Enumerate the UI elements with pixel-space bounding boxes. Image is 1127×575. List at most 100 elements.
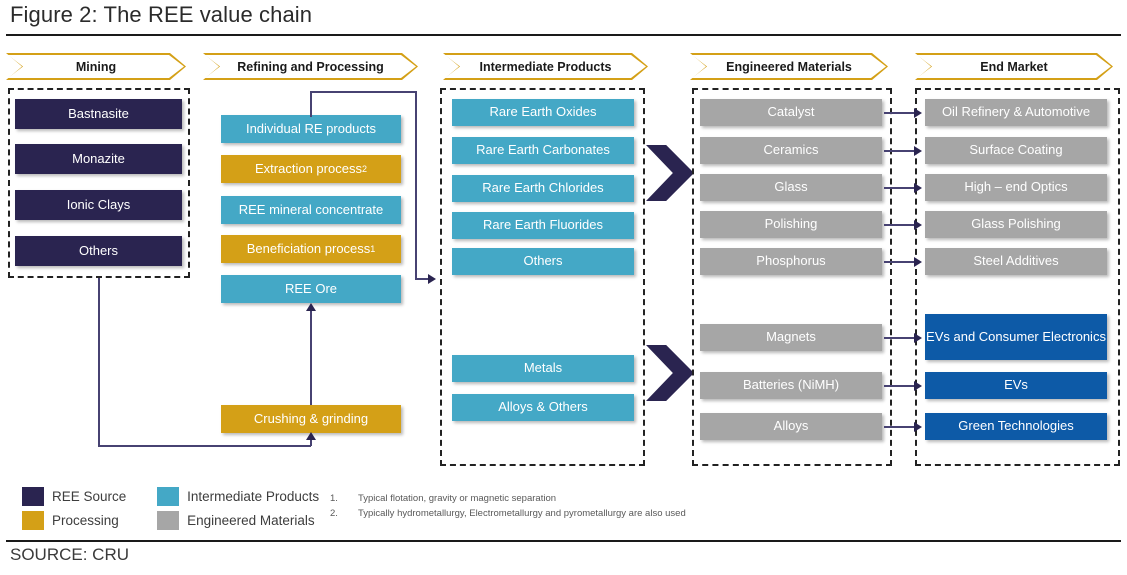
intermediate-item-alloys-others[interactable]: Alloys & Others (452, 394, 634, 421)
engineered-item-alloys[interactable]: Alloys (700, 413, 882, 440)
connector-alloys-to-green-technologies (884, 426, 918, 428)
engineered-group-container (692, 88, 892, 466)
legend-item-processing: Processing (22, 511, 139, 530)
arrowhead-right-oil-refinery (914, 108, 922, 118)
column-header-refining: Refining and Processing (203, 53, 418, 80)
connector-phosphorus-to-steel-additives (884, 261, 918, 263)
endmarket-item-green-technologies[interactable]: Green Technologies (925, 413, 1107, 440)
column-header-endmarket: End Market (915, 53, 1113, 80)
banner-arrow-fill (8, 55, 184, 78)
chevron-intermediate-to-engineered-bottom (646, 345, 694, 401)
arrowhead-right-glass-polishing (914, 220, 922, 230)
mining-item-monazite[interactable]: Monazite (15, 144, 182, 174)
legend-item-label: Engineered Materials (187, 513, 315, 528)
mining-item-ionic-clays[interactable]: Ionic Clays (15, 190, 182, 220)
endmarket-item-glass-polishing[interactable]: Glass Polishing (925, 211, 1107, 238)
connector-polishing-to-glass-polishing (884, 224, 918, 226)
intermediate-item-rare-earth-carbonates[interactable]: Rare Earth Carbonates (452, 137, 634, 164)
refining-item-ree-ore[interactable]: REE Ore (221, 275, 401, 303)
engineered-item-batteries-nimh[interactable]: Batteries (NiMH) (700, 372, 882, 399)
engineered-item-polishing[interactable]: Polishing (700, 211, 882, 238)
refining-item-crushing-grinding[interactable]: Crushing & grinding (221, 405, 401, 433)
connector-glass-to-high-end-optics (884, 187, 918, 189)
mining-group-container (8, 88, 190, 278)
endmarket-item-evs[interactable]: EVs (925, 372, 1107, 399)
legend-swatch-icon (22, 487, 44, 506)
banner-arrow-fill (445, 55, 646, 78)
footnote-row: 1. Typical flotation, gravity or magneti… (330, 492, 686, 507)
column-header-label: Mining (75, 59, 117, 74)
legend-item-label: Processing (52, 513, 119, 528)
arrowhead-right-surface-coating (914, 146, 922, 156)
arrowhead-right-evs-consumer (914, 333, 922, 343)
mining-item-others[interactable]: Others (15, 236, 182, 266)
arrowhead-right-steel-additives (914, 257, 922, 267)
column-header-label: Refining and Processing (237, 59, 384, 74)
engineered-item-catalyst[interactable]: Catalyst (700, 99, 882, 126)
connector-individual-into-intermediate (415, 278, 431, 280)
connector-individual-down (415, 91, 417, 279)
arrowhead-right-high-end-optics (914, 183, 922, 193)
column-header-intermediate: Intermediate Products (443, 53, 648, 80)
endmarket-item-oil-refinery-automotive[interactable]: Oil Refinery & Automotive (925, 99, 1107, 126)
connector-mining-up-to-crushing (310, 440, 312, 446)
connector-individual-right (310, 91, 417, 93)
connector-ceramics-to-surface-coating (884, 150, 918, 152)
connector-mining-down (98, 278, 100, 446)
legend-swatch-icon (157, 487, 180, 506)
footnote-number: 2. (330, 507, 338, 519)
title-divider (6, 34, 1121, 36)
endmarket-item-evs-consumer-electronics[interactable]: EVs and Consumer Electronics (925, 314, 1107, 360)
source-divider (6, 540, 1121, 542)
banner-arrow-fill (917, 55, 1111, 78)
endmarket-item-steel-additives[interactable]: Steel Additives (925, 248, 1107, 275)
legend-item-label: REE Source (52, 489, 127, 504)
footnote-number: 1. (330, 493, 338, 504)
legend-item-engineered-materials: Engineered Materials (157, 511, 332, 530)
column-header-engineered: Engineered Materials (690, 53, 888, 80)
mining-item-bastnasite[interactable]: Bastnasite (15, 99, 182, 129)
engineered-item-ceramics[interactable]: Ceramics (700, 137, 882, 164)
arrowhead-right-evs (914, 381, 922, 391)
banner-arrow-fill (205, 55, 416, 78)
legend-swatch-icon (157, 511, 180, 530)
legend-item-ree-source: REE Source (22, 487, 139, 506)
intermediate-item-rare-earth-oxides[interactable]: Rare Earth Oxides (452, 99, 634, 126)
intermediate-item-rare-earth-fluorides[interactable]: Rare Earth Fluorides (452, 212, 634, 239)
source-label: SOURCE: CRU (10, 545, 130, 564)
intermediate-item-rare-earth-chlorides[interactable]: Rare Earth Chlorides (452, 175, 634, 202)
footnote-text: Typical flotation, gravity or magnetic s… (358, 493, 557, 504)
legend-swatch-icon (22, 511, 44, 530)
connector-mining-right (98, 445, 311, 447)
arrowhead-up-ree-ore (306, 303, 316, 311)
refining-item-individual-re-products[interactable]: Individual RE products (221, 115, 401, 143)
footnotes: 1. Typical flotation, gravity or magneti… (330, 492, 686, 521)
connector-crushing-to-ore (310, 311, 312, 405)
engineered-item-glass[interactable]: Glass (700, 174, 882, 201)
intermediate-item-metals[interactable]: Metals (452, 355, 634, 382)
footnote-row: 2. Typically hydrometallurgy, Electromet… (330, 507, 686, 522)
refining-item-ree-mineral-concentrate[interactable]: REE mineral concentrate (221, 196, 401, 224)
intermediate-item-others[interactable]: Others (452, 248, 634, 275)
endmarket-item-surface-coating[interactable]: Surface Coating (925, 137, 1107, 164)
engineered-item-phosphorus[interactable]: Phosphorus (700, 248, 882, 275)
column-header-label: End Market (980, 59, 1048, 74)
endmarket-item-high-end-optics[interactable]: High – end Optics (925, 174, 1107, 201)
legend-item-intermediate-products: Intermediate Products (157, 487, 332, 506)
endmarket-group-container (915, 88, 1120, 466)
connector-catalyst-to-oil-refinery (884, 112, 918, 114)
intermediate-group-container (440, 88, 645, 466)
arrowhead-up-crushing (306, 432, 316, 440)
connector-magnets-to-evs-consumer (884, 337, 918, 339)
arrowhead-right-green-technologies (914, 422, 922, 432)
column-header-label: Engineered Materials (726, 59, 852, 74)
legend: REE Source Intermediate Products Process… (22, 487, 332, 530)
engineered-item-magnets[interactable]: Magnets (700, 324, 882, 351)
connector-batteries-to-evs (884, 385, 918, 387)
legend-item-label: Intermediate Products (187, 489, 320, 504)
refining-item-label: Extraction process (255, 160, 362, 176)
chevron-intermediate-to-engineered-top (646, 145, 694, 201)
banner-arrow-fill (692, 55, 886, 78)
